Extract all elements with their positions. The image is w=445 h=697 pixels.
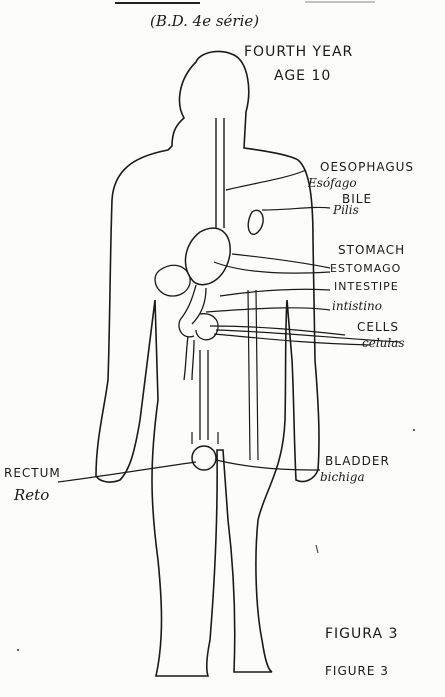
liver — [155, 265, 190, 296]
bladder — [192, 446, 216, 470]
cells-label-es: celulas — [362, 336, 405, 350]
rectum-label: RECTUM — [4, 466, 61, 480]
cells-label: CELLS — [357, 320, 399, 334]
caption-es: FIGURA 3 — [325, 626, 398, 642]
intestine — [179, 285, 218, 380]
rectum-label-es: Reto — [14, 486, 49, 504]
stomach — [185, 228, 230, 285]
caption-en: FIGURE 3 — [325, 664, 389, 678]
age-label: AGE 10 — [274, 68, 331, 84]
bile-label-es: Pilis — [333, 203, 359, 217]
bladder-label: BLADDER — [325, 454, 390, 468]
year-label: FOURTH YEAR — [244, 44, 353, 60]
colon — [248, 290, 258, 460]
intestine-label: INTESTIPE — [334, 280, 399, 293]
bladder-label-es: bichiga — [320, 470, 365, 484]
intestine-label-es: intistino — [332, 299, 382, 313]
stomach-label: STOMACH — [338, 243, 405, 257]
oesophagus-label: OESOPHAGUS — [320, 160, 414, 174]
stomach-label-es: ESTOMAGO — [330, 262, 401, 275]
oesophagus-label-es: Esófago — [308, 176, 357, 190]
gallbladder — [248, 210, 263, 234]
oesophagus — [216, 118, 224, 228]
source-note: (B.D. 4e série) — [150, 12, 259, 30]
rectum-tube — [200, 350, 208, 440]
